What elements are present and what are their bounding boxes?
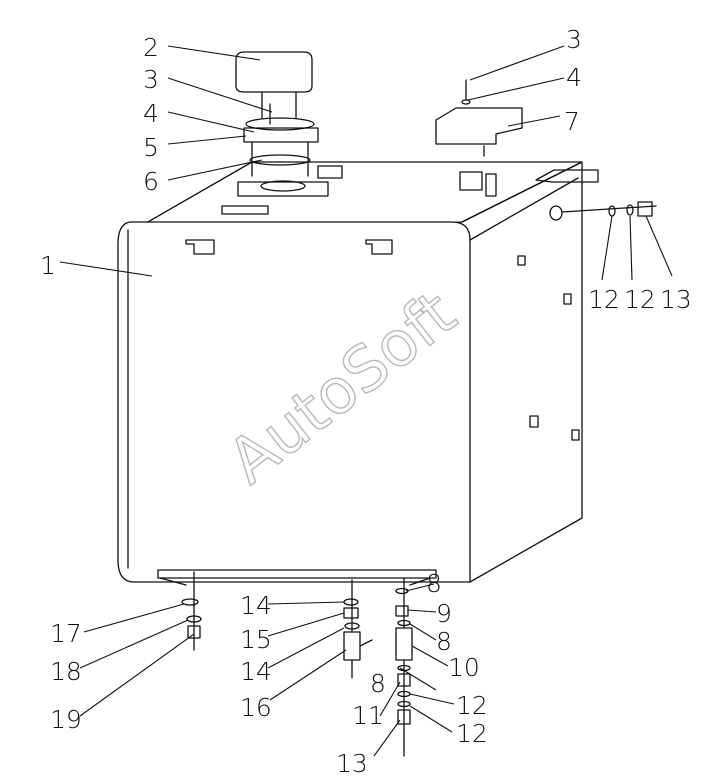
filler-flange	[243, 127, 319, 143]
side-gauge	[529, 415, 539, 428]
bolt-13b	[397, 709, 411, 725]
right-top-bracket	[535, 169, 599, 183]
valve-16	[343, 631, 361, 661]
right-fitting	[561, 201, 657, 217]
callout-4: 4	[143, 99, 159, 128]
washer-18	[186, 615, 202, 623]
callout-13-second: 13	[336, 749, 368, 778]
callout-12: 12	[588, 285, 620, 314]
drain-middle	[343, 579, 373, 679]
filler-assembly	[235, 51, 329, 197]
gasket-ring	[249, 154, 311, 166]
cover-plate	[435, 79, 523, 157]
callout-9: 9	[436, 599, 452, 628]
callout-15: 15	[240, 625, 272, 654]
tank-bottom-rail	[157, 569, 437, 579]
bolt-13a	[637, 201, 653, 217]
tank-side-face	[461, 161, 583, 583]
callout-14: 14	[240, 591, 272, 620]
washer-14b	[344, 622, 360, 630]
mounting-tab-right	[365, 239, 393, 255]
callout-3: 3	[143, 65, 159, 94]
washer-12d	[397, 700, 411, 708]
mounting-tab-left	[185, 239, 215, 255]
drain-left	[181, 571, 202, 651]
callout-16: 16	[240, 693, 272, 722]
callout-12-second: 12	[624, 285, 656, 314]
callout-8: 8	[426, 569, 442, 598]
callout-11: 11	[352, 701, 384, 730]
callout-3-right: 3	[566, 25, 582, 54]
callout-labels: 2 3 4 5 6 3 4 7 1 12 12 13 17 18 19 14 1…	[40, 25, 692, 778]
callout-14-second: 14	[240, 657, 272, 686]
callout-1: 1	[40, 251, 56, 280]
washer-8b	[397, 619, 411, 627]
callout-4-right: 4	[566, 63, 582, 92]
tank-front-face	[117, 221, 471, 583]
callout-5: 5	[143, 133, 159, 162]
washer-12a	[608, 205, 616, 217]
washer-12b	[626, 204, 634, 216]
drain-right	[395, 577, 413, 757]
filler-cap	[235, 51, 313, 93]
callout-12-third: 12	[456, 691, 488, 720]
callout-10: 10	[448, 653, 480, 682]
callout-18: 18	[50, 657, 82, 686]
part-11	[397, 673, 411, 687]
plug-19	[187, 625, 201, 639]
filler-neck	[261, 91, 297, 119]
plate-17	[181, 598, 199, 606]
fuel-tank-body	[117, 161, 599, 586]
washer-14a	[343, 598, 359, 606]
part-9	[395, 605, 409, 617]
callout-6: 6	[143, 167, 159, 196]
callout-17: 17	[50, 619, 82, 648]
callout-8-second: 8	[436, 627, 452, 656]
callout-7: 7	[564, 107, 580, 136]
callout-8-third: 8	[370, 669, 386, 698]
callout-19: 19	[50, 705, 82, 734]
callout-2: 2	[143, 33, 159, 62]
leader-lines	[59, 45, 673, 757]
part-10	[395, 627, 413, 661]
callout-12-fourth: 12	[456, 719, 488, 748]
callout-13: 13	[660, 285, 692, 314]
nut-15	[343, 607, 359, 619]
tank-flange	[237, 181, 329, 197]
tank-side-top-line	[469, 177, 579, 241]
